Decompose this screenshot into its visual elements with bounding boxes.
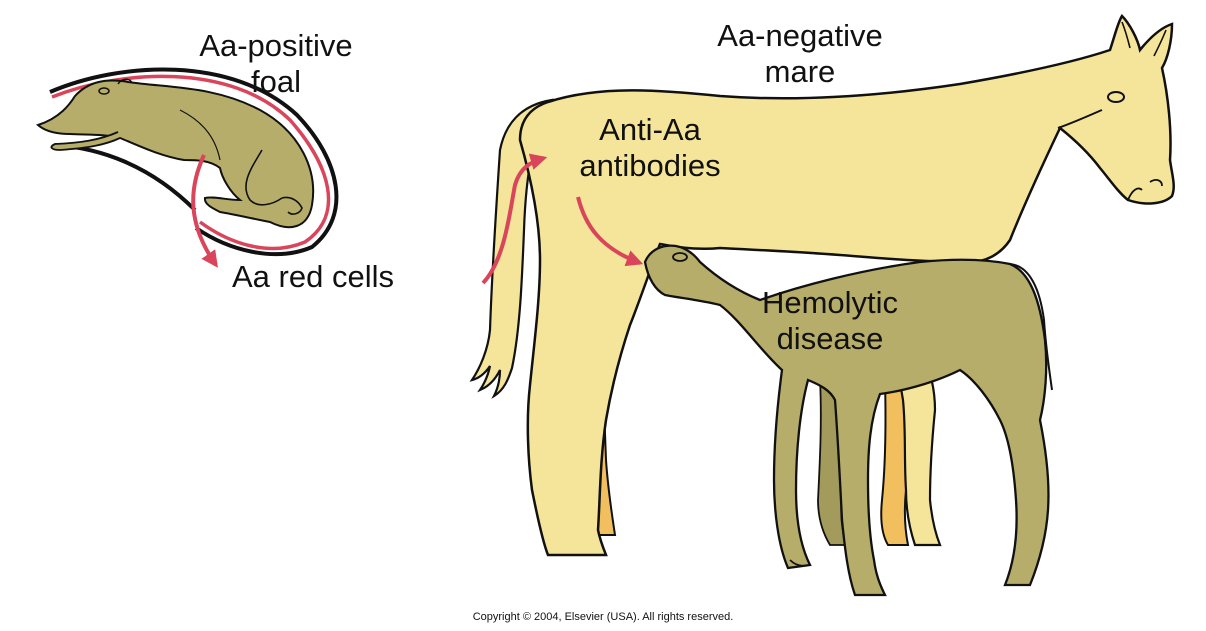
fetus-hindleg bbox=[245, 149, 283, 206]
foal-eye bbox=[672, 252, 688, 262]
fetus-ear bbox=[117, 78, 133, 85]
mare-title-line2: mare bbox=[764, 54, 836, 89]
fetus-hoof bbox=[281, 196, 303, 215]
fetus-rib-line bbox=[179, 109, 221, 161]
foal-title-line2: foal bbox=[251, 64, 301, 99]
copyright-notice: Copyright © 2004, Elsevier (USA). All ri… bbox=[472, 611, 734, 623]
mare-jaw-line bbox=[1057, 109, 1103, 129]
red-cells-arrow bbox=[191, 154, 218, 268]
red-cells-label: Aa red cells bbox=[232, 259, 394, 294]
foal-title-line1: Aa-positive bbox=[199, 28, 353, 63]
foal-title: Aa-positive foal bbox=[186, 28, 366, 100]
uterus-wall-outer bbox=[49, 67, 339, 257]
mare-mouth bbox=[1127, 187, 1143, 201]
mare-title-line1: Aa-negative bbox=[717, 18, 883, 53]
colostrum-transfer-arrow bbox=[576, 196, 644, 267]
disease-label: Hemolytic disease bbox=[735, 285, 925, 357]
mare-body bbox=[518, 14, 1175, 557]
uterus-wall-inner bbox=[51, 74, 331, 251]
fetus-foreleg bbox=[50, 131, 121, 151]
antibodies-line1: Anti-Aa bbox=[599, 112, 701, 147]
fetus-eye bbox=[98, 87, 110, 95]
foal-body bbox=[643, 244, 1050, 597]
fetus-body bbox=[36, 79, 315, 229]
disease-line1: Hemolytic bbox=[761, 285, 899, 320]
antibody-uptake-arrow bbox=[481, 153, 548, 285]
mare-nostril bbox=[1149, 179, 1163, 187]
foal-hoof-line-left bbox=[789, 559, 811, 567]
antibodies-line2: antibodies bbox=[579, 148, 721, 183]
mare-ear-inner-right bbox=[1153, 29, 1167, 57]
mare-title: Aa-negative mare bbox=[695, 18, 905, 90]
fetus-illustration bbox=[36, 67, 339, 268]
mare-ear-inner bbox=[1121, 21, 1131, 49]
foal-illustration bbox=[643, 244, 1053, 597]
mare-tail bbox=[469, 98, 555, 399]
mare-eye bbox=[1107, 91, 1125, 103]
foal-tail bbox=[1009, 263, 1053, 391]
antibodies-label: Anti-Aa antibodies bbox=[555, 112, 745, 184]
disease-line2: disease bbox=[776, 321, 884, 356]
